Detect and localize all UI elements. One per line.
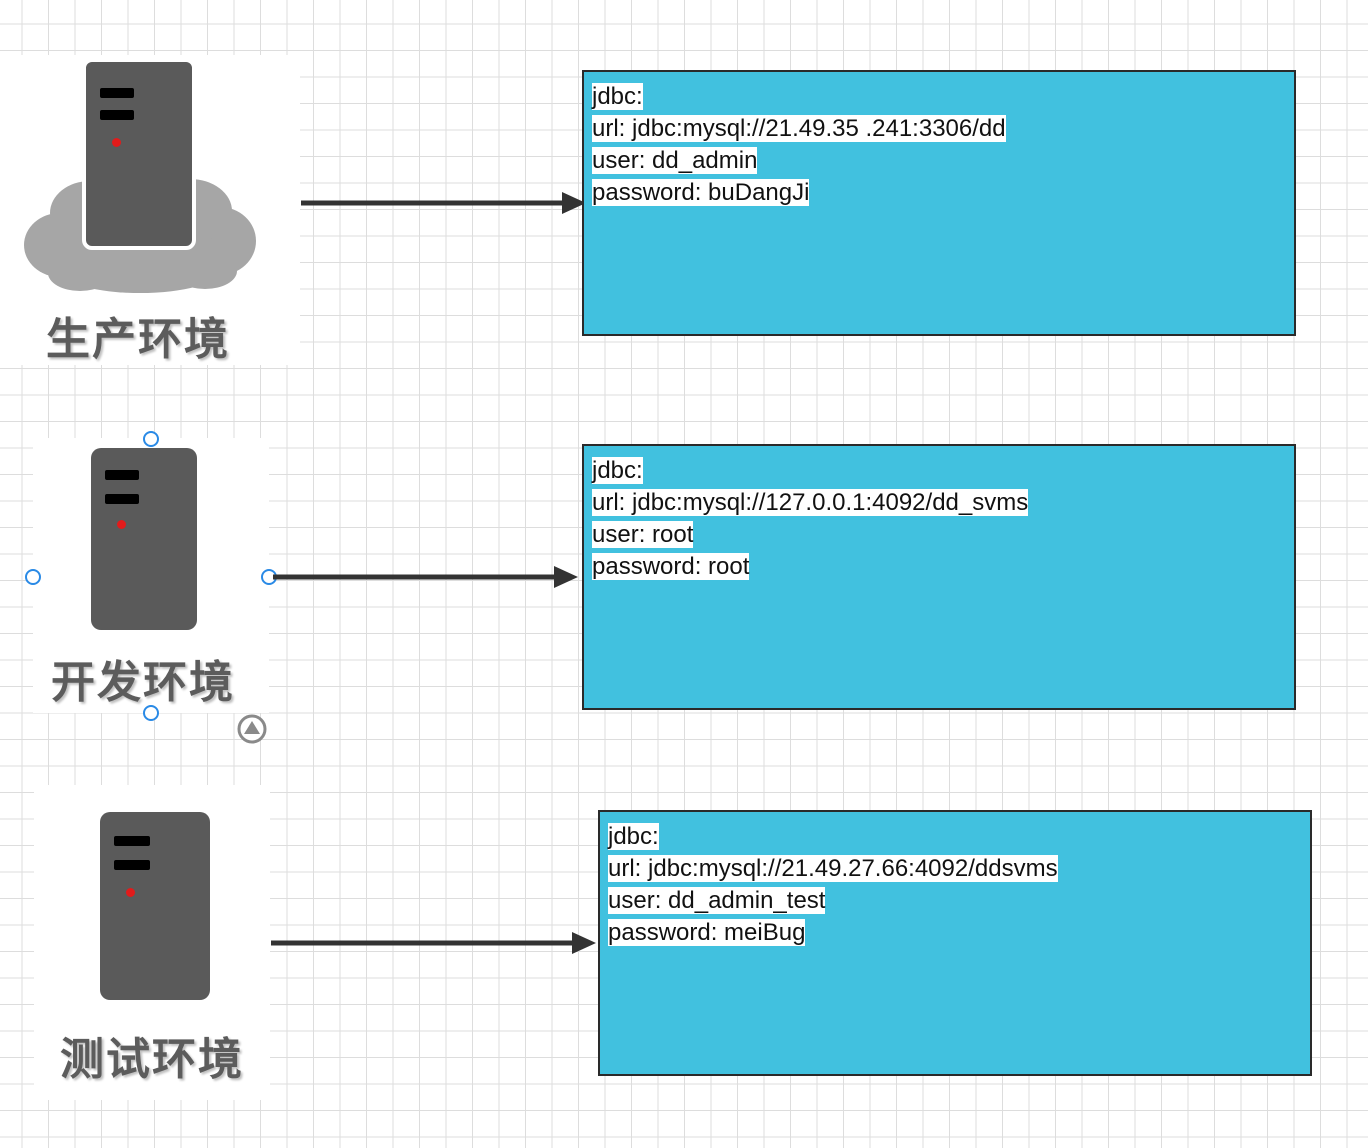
env-label-production: 生产环境: [46, 314, 230, 365]
config-line: url: jdbc:mysql://21.49.35 .241:3306/dd: [592, 115, 1006, 142]
env-label-development: 开发环境: [51, 657, 235, 708]
arrow-right-icon[interactable]: [300, 188, 590, 218]
arrow-right-icon[interactable]: [272, 562, 582, 592]
env-card-production[interactable]: 生产环境: [0, 55, 300, 365]
selection-handle-top[interactable]: [143, 431, 159, 447]
config-line: password: buDangJi: [592, 179, 810, 206]
config-box-development[interactable]: jdbc: url: jdbc:mysql://127.0.0.1:4092/d…: [582, 444, 1296, 710]
config-line: password: meiBug: [608, 919, 806, 946]
env-label-test: 测试环境: [60, 1034, 244, 1085]
config-line: url: jdbc:mysql://127.0.0.1:4092/dd_svms: [592, 489, 1029, 516]
server-icon: [100, 812, 210, 1000]
config-line: jdbc:: [608, 823, 659, 850]
config-line: jdbc:: [592, 83, 643, 110]
config-box-production[interactable]: jdbc: url: jdbc:mysql://21.49.35 .241:33…: [582, 70, 1296, 336]
selection-handle-bottom[interactable]: [143, 705, 159, 721]
env-card-development[interactable]: 开发环境: [33, 438, 269, 713]
arrow-right-icon[interactable]: [270, 928, 602, 958]
config-line: user: dd_admin: [592, 147, 758, 174]
config-line: jdbc:: [592, 457, 643, 484]
config-line: user: dd_admin_test: [608, 887, 826, 914]
selection-handle-left[interactable]: [25, 569, 41, 585]
server-icon: [82, 58, 196, 250]
config-box-test[interactable]: jdbc: url: jdbc:mysql://21.49.27.66:4092…: [598, 810, 1312, 1076]
rotate-handle-icon[interactable]: [236, 713, 268, 745]
env-card-test[interactable]: 测试环境: [34, 785, 270, 1100]
config-line: user: root: [592, 521, 694, 548]
config-line: url: jdbc:mysql://21.49.27.66:4092/ddsvm…: [608, 855, 1058, 882]
server-icon: [91, 448, 197, 630]
config-line: password: root: [592, 553, 750, 580]
